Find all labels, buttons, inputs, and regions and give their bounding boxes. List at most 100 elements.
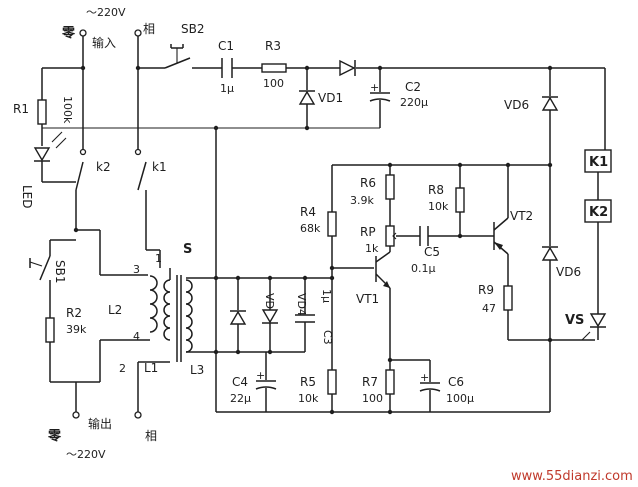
node-1-label: 1 [155, 252, 162, 265]
c1-capacitor [221, 58, 233, 78]
vd6-top-label: VD6 [504, 98, 529, 112]
c3-label: C3 [321, 330, 334, 345]
r6-label: R6 [360, 176, 376, 190]
c5-label: C5 [424, 245, 440, 259]
output-phase-label: 相 [145, 429, 157, 443]
vd6-bottom-diode [541, 165, 559, 343]
output-zero-label: 零 [47, 429, 62, 444]
l1-label: L1 [144, 361, 158, 375]
svg-text:+: + [370, 81, 379, 94]
c2-capacitor: + [369, 68, 391, 128]
r1-resistor [37, 99, 47, 125]
r8-label: R8 [428, 183, 444, 197]
sb1-label: SB1 [53, 260, 67, 283]
r5-value: 10k [298, 392, 319, 405]
r9-label: R9 [478, 283, 494, 297]
node-4-label: 4 [133, 330, 140, 343]
output-voltage-label: ～220V [66, 448, 106, 461]
svg-text:+: + [256, 369, 265, 382]
r9-resistor [503, 285, 513, 311]
c2-value: 220μ [400, 96, 428, 109]
r4-value: 68k [300, 222, 321, 235]
c1-label: C1 [218, 39, 234, 53]
r3-value: 100 [263, 77, 284, 90]
vt1-transistor [329, 251, 391, 360]
r7-resistor [385, 369, 395, 395]
c5-capacitor [419, 226, 494, 246]
r8-resistor [455, 187, 465, 213]
c6-label: C6 [448, 375, 464, 389]
k2-coil-label: K2 [589, 205, 608, 220]
sb1-push-button [29, 255, 51, 281]
k1-coil-label: K1 [589, 155, 608, 170]
left-wiring [49, 205, 161, 295]
led-label: LED [20, 185, 34, 209]
r6-value: 3.9k [350, 194, 374, 207]
output-label: 输出 [88, 416, 112, 431]
top-rail [41, 67, 606, 150]
c3-value: 1μ [320, 289, 333, 303]
r2-resistor [45, 317, 55, 343]
c1-value: 1μ [220, 82, 234, 95]
rp-value: 1k [365, 242, 379, 255]
k1-contact [134, 68, 147, 250]
r7-label: R7 [362, 375, 378, 389]
rp-label: RP [360, 225, 376, 239]
vd1-label: VD1 [318, 91, 343, 105]
c6-value: 100μ [446, 392, 474, 405]
led-indicator [33, 124, 76, 183]
relay-coils [584, 149, 612, 300]
input-voltage-label: ～220V [86, 6, 126, 19]
k2-label: k2 [96, 160, 111, 174]
input-terminals [79, 29, 142, 68]
c2-label: C2 [405, 80, 421, 94]
series-diode [339, 59, 356, 77]
output-wiring [75, 339, 170, 412]
transformer-s [148, 268, 216, 362]
c3-capacitor [295, 278, 315, 352]
r6-resistor [385, 174, 395, 200]
node-3-label: 3 [133, 263, 140, 276]
vd4-label: VD4 [295, 293, 308, 316]
transformer-label: S [183, 242, 192, 257]
sb2-push-button [164, 44, 191, 69]
input-label: 输入 [92, 35, 116, 50]
r8-value: 10k [428, 200, 449, 213]
r7-c6-branch: + [329, 357, 441, 415]
r2-value: 39k [66, 323, 87, 336]
c4-value: 22μ [230, 392, 251, 405]
r5-resistor [327, 369, 337, 395]
vd6-bottom-label: VD6 [556, 265, 581, 279]
node-2-label: 2 [119, 362, 126, 375]
vs-label: VS [565, 313, 584, 328]
vd3-diode [229, 278, 247, 352]
vd1-diode [298, 68, 316, 128]
vt1-label: VT1 [356, 292, 379, 306]
vt2-transistor [493, 162, 511, 286]
output-terminals [72, 411, 142, 419]
ground-rail [213, 128, 551, 413]
vs-thyristor [581, 300, 607, 341]
c5-value: 0.1μ [411, 262, 436, 275]
input-zero-label: 零 [61, 26, 76, 41]
k2-contact [75, 68, 87, 205]
watermark: www.55dianzi.com [511, 469, 633, 484]
r7-value: 100 [362, 392, 383, 405]
r3-resistor [261, 63, 287, 73]
r9-value: 47 [482, 302, 496, 315]
r3-label: R3 [265, 39, 281, 53]
vd4-diode [261, 278, 279, 352]
l3-label: L3 [190, 363, 204, 377]
r2-wiring [49, 295, 76, 383]
vt2-label: VT2 [510, 209, 533, 223]
rp-potentiometer [385, 165, 420, 252]
vd6-top-diode [541, 68, 559, 168]
r4-resistor [327, 211, 337, 237]
r1-label: R1 [13, 102, 29, 116]
sb2-label: SB2 [181, 22, 204, 36]
c4-capacitor: + [255, 352, 277, 412]
lower-rail-128 [42, 65, 553, 131]
r1-value: 100k [61, 96, 74, 124]
input-phase-label: 相 [143, 22, 155, 36]
